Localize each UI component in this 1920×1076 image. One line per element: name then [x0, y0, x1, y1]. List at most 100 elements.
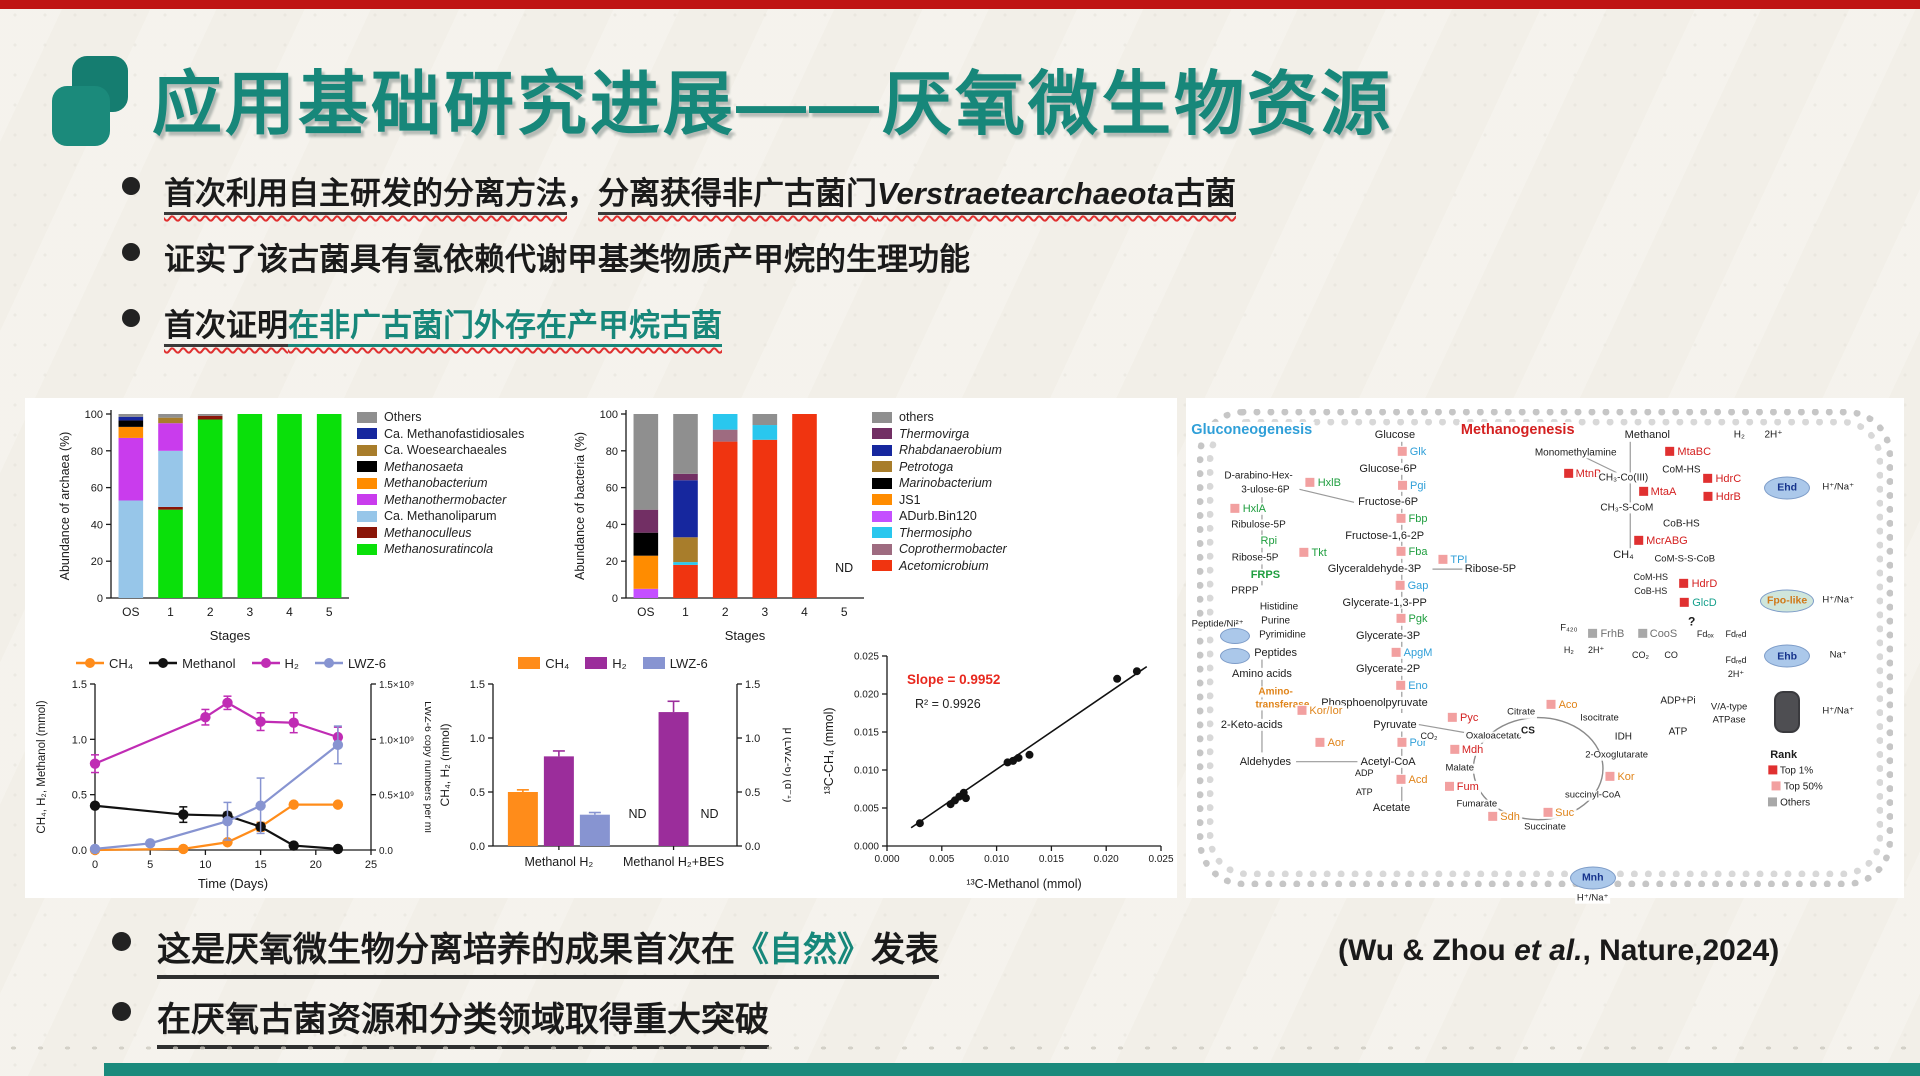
svg-text:1: 1: [682, 605, 689, 619]
svg-text:Abundance of bacteria (%): Abundance of bacteria (%): [573, 432, 587, 580]
pathway-node: Rank: [1768, 748, 1800, 761]
pathway-node: H⁺/Na⁺: [1820, 481, 1857, 494]
svg-text:0.5: 0.5: [470, 787, 485, 799]
svg-text:Slope = 0.9952: Slope = 0.9952: [907, 672, 1000, 687]
pathway-node: Ribose-5P: [1229, 552, 1281, 565]
pathway-node: CoM-HS: [1631, 572, 1670, 583]
pathway-node: Acetate: [1370, 801, 1413, 815]
svg-text:0.0: 0.0: [72, 845, 87, 857]
svg-text:60: 60: [606, 483, 618, 495]
svg-text:100: 100: [600, 409, 618, 421]
pathway-node: CH₃-S-CoM: [1598, 502, 1656, 514]
pathway-node: Peptides: [1252, 646, 1300, 659]
svg-text:Stages: Stages: [725, 628, 766, 643]
pathway-node: ADP: [1353, 768, 1376, 779]
svg-text:4: 4: [286, 605, 293, 619]
pathway-node: Fumarate: [1454, 798, 1500, 811]
svg-text:LWZ-6 copy numbers per ml: LWZ-6 copy numbers per ml: [422, 701, 431, 833]
svg-text:0.015: 0.015: [854, 728, 879, 739]
pathway-node: Rpi: [1258, 535, 1280, 548]
pathway-node: Aco: [1544, 698, 1580, 711]
pathway-node: Kor/Ior: [1295, 704, 1345, 717]
svg-text:0.0: 0.0: [470, 841, 485, 853]
svg-text:5: 5: [326, 605, 333, 619]
svg-text:0.5×10⁹: 0.5×10⁹: [379, 791, 414, 802]
pathway-node: CO₂: [1629, 649, 1651, 660]
svg-text:80: 80: [91, 446, 103, 458]
svg-text:0.0: 0.0: [745, 841, 760, 853]
bullet-1-text: 首次利用自主研发的分离方法，分离获得非广古菌门Verstraetearchaeo…: [164, 168, 1236, 215]
svg-text:15: 15: [254, 859, 266, 871]
svg-text:0: 0: [612, 593, 618, 605]
pathway-node: Fbp: [1394, 512, 1430, 526]
pathway-node: Amino-: [1256, 686, 1295, 698]
membrane-complex-transporter: [1219, 648, 1250, 665]
pathway-node: F₄₂₀: [1558, 622, 1580, 634]
citation: (Wu & Zhou et al., Nature,2024): [1338, 934, 1780, 967]
svg-text:0.000: 0.000: [874, 854, 899, 865]
svg-text:5: 5: [841, 605, 848, 619]
bullet-dot-icon: [122, 177, 140, 195]
pathway-node: Glyceraldehyde-3P: [1325, 562, 1424, 576]
pathway-node: Kor: [1603, 770, 1637, 784]
svg-text:Methanol H₂+BES: Methanol H₂+BES: [623, 855, 724, 869]
svg-text:¹³C-CH₄ (mmol): ¹³C-CH₄ (mmol): [822, 707, 836, 794]
pathway-node: Ribose-5P: [1462, 562, 1519, 576]
svg-text:ND: ND: [835, 561, 853, 575]
svg-text:2: 2: [722, 605, 729, 619]
svg-text:¹³C-Methanol (mmol): ¹³C-Methanol (mmol): [966, 877, 1081, 891]
pathway-node: Ribulose-5P: [1229, 519, 1288, 531]
pathway-node: 2H⁺: [1586, 645, 1607, 656]
bullet-4-text: 这是厌氧微生物分离培养的成果首次在《自然》发表: [157, 922, 939, 979]
pathway-node: Glycerate-3P: [1354, 629, 1423, 643]
pathway-node: CoM-S-S-CoB: [1652, 553, 1718, 566]
pathway-node: ATP: [1666, 725, 1690, 738]
pathway-node: Eno: [1394, 679, 1430, 693]
bullet-dot-icon: [112, 932, 131, 951]
pathway-node: Succinate: [1522, 821, 1568, 834]
pathway-node: ATP: [1353, 786, 1375, 797]
bullet-first-proof: 首次证明在非广古菌门外存在产甲烷古菌: [122, 300, 722, 347]
pathway-node: Sdh: [1486, 811, 1522, 824]
pathway-node: Glucose-6P: [1357, 462, 1419, 476]
svg-text:0: 0: [92, 859, 98, 871]
pathway-node: H₂: [1561, 645, 1576, 656]
pathway-node: Isocitrate: [1578, 712, 1621, 724]
atpase-complex: [1774, 691, 1801, 734]
pathway-node: V/A-type: [1708, 702, 1750, 714]
pathway-node: H⁺/Na⁺: [1574, 892, 1611, 904]
svg-text:1.5: 1.5: [745, 679, 760, 691]
pathway-node: Aldehydes: [1237, 755, 1294, 768]
svg-text:5: 5: [147, 859, 153, 871]
svg-text:100: 100: [85, 409, 103, 421]
svg-text:10: 10: [199, 859, 211, 871]
pathway-node: Acd: [1394, 774, 1430, 787]
pathway-node: HdrB: [1701, 491, 1743, 504]
pathway-node: D-arabino-Hex-: [1222, 470, 1295, 482]
pathway-node: H₂: [1731, 428, 1747, 441]
title-bullet-icon: [52, 56, 144, 152]
svg-text:60: 60: [91, 483, 103, 495]
svg-text:1.5×10⁹: 1.5×10⁹: [379, 680, 414, 691]
pathway-node: GlcD: [1678, 596, 1719, 610]
page-title: 应用基础研究进展——厌氧微生物资源: [152, 65, 1393, 143]
bullet-2-text: 证实了该古菌具有氢依赖代谢甲基类物质产甲烷的生理功能: [164, 242, 970, 277]
pathway-node: McrABG: [1632, 535, 1690, 548]
svg-text:0: 0: [97, 593, 103, 605]
svg-text:ND: ND: [629, 807, 647, 821]
svg-text:25: 25: [365, 859, 377, 871]
svg-text:20: 20: [91, 556, 103, 568]
pathway-node: Glk: [1395, 446, 1429, 459]
pathway-node: CO: [1662, 649, 1680, 660]
pathway-node: 2H⁺: [1725, 668, 1747, 679]
svg-text:1.5: 1.5: [72, 679, 87, 691]
svg-text:1.0×10⁹: 1.0×10⁹: [379, 735, 414, 746]
bullet-5-text: 在厌氧古菌资源和分类领域取得重大突破: [157, 992, 769, 1049]
pathway-node: Purine: [1259, 615, 1293, 627]
pathway-node: Amino acids: [1230, 667, 1294, 680]
pathway-node: Top 1%: [1765, 765, 1816, 777]
pathway-node: Pgi: [1396, 479, 1428, 492]
